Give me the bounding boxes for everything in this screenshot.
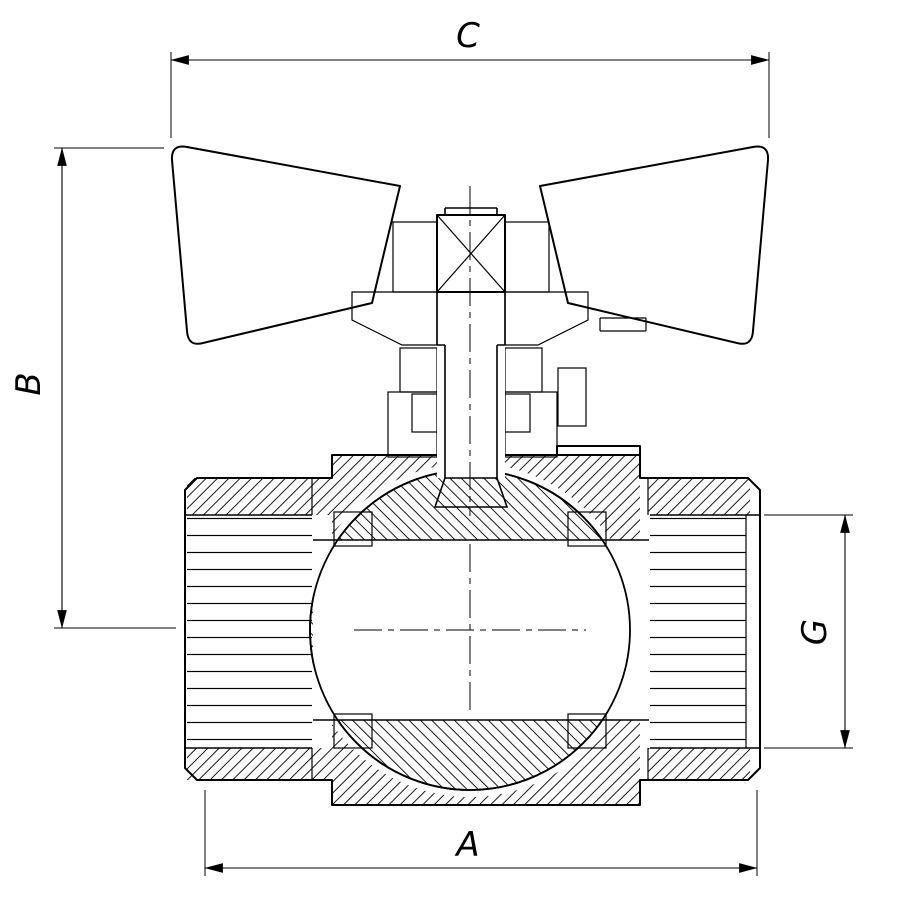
dimension-c-label: C (456, 16, 480, 56)
dimension-c: C (170, 16, 770, 138)
centerlines (354, 186, 586, 716)
dimension-g: G (764, 514, 853, 749)
stem-top-stub (444, 207, 498, 215)
stem-tang (433, 477, 509, 508)
dimension-a-label: A (454, 825, 479, 865)
dimension-a: A (204, 790, 758, 876)
handle-right-wing (539, 145, 770, 345)
valve-body-section (184, 445, 761, 806)
dimension-a-extension-lines (204, 790, 758, 876)
dimension-b-label: B (9, 372, 49, 395)
port-wall-right-bottom (648, 748, 750, 780)
stem-channel (437, 345, 505, 478)
port-wall-left-top (187, 478, 332, 515)
thread-steps (311, 478, 747, 780)
dimension-c-extension-lines (170, 52, 770, 138)
right-port-threads (650, 515, 746, 748)
left-port-threads (187, 515, 312, 748)
seat-left-top (333, 511, 373, 547)
port-wall-right-top (648, 478, 750, 515)
stem-nut-assembly (392, 207, 550, 293)
port-wall-left-bottom (187, 748, 332, 780)
seat-left-bottom (333, 713, 373, 749)
dimension-g-label: G (795, 619, 835, 645)
port-bore-edges (186, 514, 759, 749)
dimension-b: B (9, 147, 176, 629)
handle-stop (557, 317, 647, 427)
stop-pin (599, 317, 647, 332)
seat-right-bottom (567, 713, 607, 749)
bore-edges (313, 539, 649, 721)
dimension-b-extension-lines (54, 147, 176, 629)
seat-right-top (567, 511, 607, 547)
handle-left-wing (170, 145, 401, 345)
stem-square-cross (436, 214, 506, 293)
dimension-g-extension-lines (764, 514, 853, 749)
stem-sides (436, 292, 506, 478)
stop-spacer (557, 367, 587, 427)
stem-shaft (433, 292, 509, 508)
stem-square (436, 214, 506, 293)
